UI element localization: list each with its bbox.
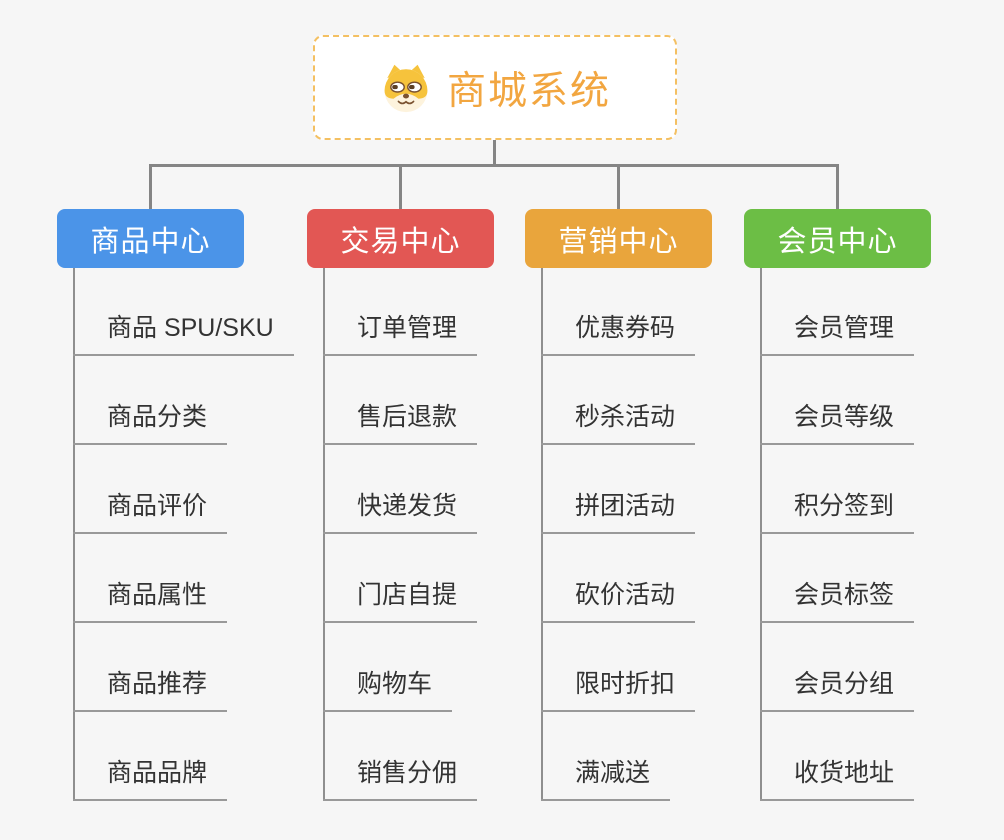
connector-children-member xyxy=(760,268,762,801)
connector-children-trade xyxy=(323,268,325,801)
connector-drop-product xyxy=(149,164,152,210)
child-topic[interactable]: 售后退款 xyxy=(323,403,478,445)
child-topic[interactable]: 会员分组 xyxy=(760,670,915,712)
child-topic[interactable]: 满减送 xyxy=(541,759,671,801)
branch-member-center: 会员中心 会员管理 会员等级 积分签到 会员标签 会员分组 收货地址 xyxy=(744,0,994,840)
child-topic[interactable]: 积分签到 xyxy=(760,492,915,534)
child-topic[interactable]: 商品分类 xyxy=(73,403,228,445)
child-topic[interactable]: 门店自提 xyxy=(323,581,478,623)
branch-node-marketing-center[interactable]: 营销中心 xyxy=(525,209,712,268)
child-topic[interactable]: 快递发货 xyxy=(323,492,478,534)
branch-product-center: 商品中心 商品 SPU/SKU 商品分类 商品评价 商品属性 商品推荐 商品品牌 xyxy=(57,0,307,840)
child-topic[interactable]: 会员等级 xyxy=(760,403,915,445)
root-node[interactable]: 商城系统 xyxy=(313,35,677,140)
child-topic[interactable]: 销售分佣 xyxy=(323,759,478,801)
branch-node-member-center[interactable]: 会员中心 xyxy=(744,209,931,268)
branch-trade-center: 交易中心 订单管理 售后退款 快递发货 门店自提 购物车 销售分佣 xyxy=(307,0,557,840)
child-topic[interactable]: 商品评价 xyxy=(73,492,228,534)
connector-children-product xyxy=(73,268,75,801)
child-topic[interactable]: 商品品牌 xyxy=(73,759,228,801)
connector-rail xyxy=(149,164,839,167)
branch-node-product-center[interactable]: 商品中心 xyxy=(57,209,244,268)
connector-children-marketing xyxy=(541,268,543,801)
child-topic[interactable]: 会员标签 xyxy=(760,581,915,623)
child-topic[interactable]: 商品 SPU/SKU xyxy=(73,314,294,356)
child-topic[interactable]: 秒杀活动 xyxy=(541,403,696,445)
child-topic[interactable]: 会员管理 xyxy=(760,314,915,356)
child-topic[interactable]: 拼团活动 xyxy=(541,492,696,534)
child-topic[interactable]: 收货地址 xyxy=(760,759,915,801)
child-topic[interactable]: 限时折扣 xyxy=(541,670,696,712)
branch-node-trade-center[interactable]: 交易中心 xyxy=(307,209,494,268)
connector-root-stem xyxy=(493,140,496,166)
child-topic[interactable]: 砍价活动 xyxy=(541,581,696,623)
child-topic[interactable]: 优惠券码 xyxy=(541,314,696,356)
branch-marketing-center: 营销中心 优惠券码 秒杀活动 拼团活动 砍价活动 限时折扣 满减送 xyxy=(525,0,775,840)
child-topic[interactable]: 商品属性 xyxy=(73,581,228,623)
connector-drop-marketing xyxy=(617,164,620,210)
root-title: 商城系统 xyxy=(446,69,611,113)
shiba-dog-icon xyxy=(384,64,428,112)
child-topic[interactable]: 购物车 xyxy=(323,670,453,712)
child-topic[interactable]: 商品推荐 xyxy=(73,670,228,712)
child-topic[interactable]: 订单管理 xyxy=(323,314,478,356)
connector-drop-trade xyxy=(399,164,402,210)
connector-drop-member xyxy=(836,164,839,210)
